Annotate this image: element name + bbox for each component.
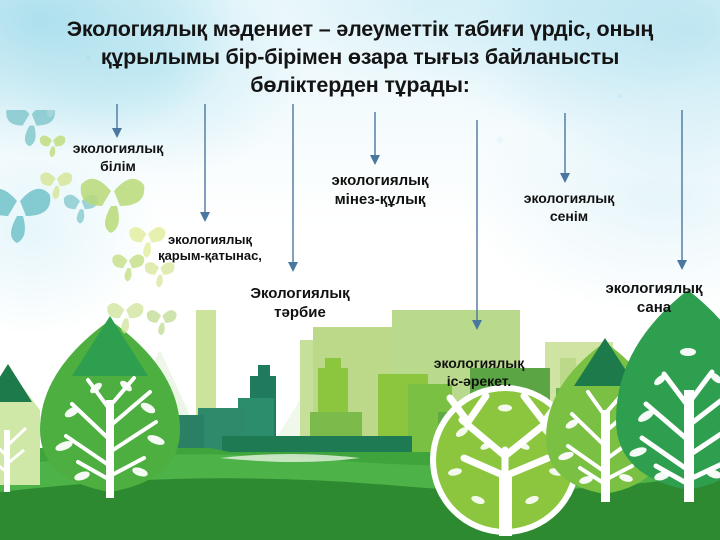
butterfly-icon [0,188,51,243]
tree-round-ornamental [430,385,580,536]
butterfly-icon [40,172,73,200]
butterfly-icon [112,254,145,282]
tree-pale-left [0,364,40,492]
butterfly-icon [107,302,144,334]
arrow-head-senim [560,173,570,183]
arrow-head-sana [677,260,687,270]
tree-leaf-left [40,316,180,498]
slide-title: Экологиялық мәдениет – әлеуметтік табиғи… [66,17,654,97]
label-ekologiyalyq-tarbie: Экологиялық тәрбие [250,285,350,321]
butterfly-icon [80,178,145,233]
label-ekologiyalyq-qarym-qatynas: экологиялық қарым-қатынас, [158,232,262,264]
butterfly-icon [146,310,177,336]
label-ekologiyalyq-senim: экологиялық сенім [523,190,615,224]
butterfly-icon [46,110,55,118]
butterfly-decorations [0,110,177,336]
eco-city-illustration [0,290,720,540]
label-ekologiyalyq-sana: экологиялық сана [605,280,703,316]
label-ekologiyalyq-is-areket: экологиялық іс-әрекет. [433,355,525,389]
label-ekologiyalyq-minez-qulyq: экологиялық мінез-құлық [331,172,429,208]
butterfly-icon [129,226,166,258]
tree-leaf-right-tall [616,290,720,502]
arrow-head-minez [370,155,380,165]
ground-path-highlight [220,454,360,462]
butterfly-icon [39,135,66,158]
label-ekologiyalyq-bilim: экологиялық білім [72,140,164,174]
butterfly-icon [144,262,175,288]
